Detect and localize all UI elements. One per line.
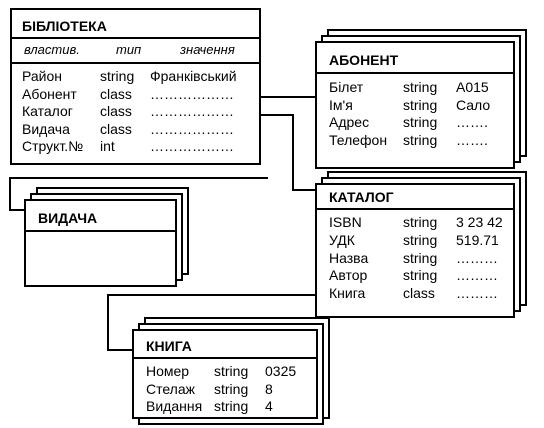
catalog-row-name: Назва bbox=[329, 249, 369, 266]
book-row-value: 0325 bbox=[265, 363, 297, 379]
library-row-type: class bbox=[100, 120, 132, 137]
library-row: Структ.№ int ……………… bbox=[12, 138, 259, 156]
catalog-row-value: 3 23 42 bbox=[456, 214, 503, 230]
library-row-value: ……………… bbox=[150, 103, 234, 120]
library-row-value: ……………… bbox=[150, 138, 234, 155]
catalog-row-value: ……… bbox=[456, 249, 498, 266]
library-row-type: string bbox=[100, 68, 135, 84]
subscriber-divider bbox=[317, 72, 513, 74]
book-row: Номер string 0325 bbox=[134, 363, 316, 381]
subscriber-row-name: Білет bbox=[329, 79, 364, 95]
issue-box: ВИДАЧА bbox=[24, 199, 177, 287]
catalog-row-name: УДК bbox=[329, 231, 355, 248]
catalog-row-name: Книга bbox=[329, 285, 366, 302]
catalog-box: КАТАЛОГ ISBN string 3 23 42 УДК string 519.71… bbox=[315, 183, 515, 318]
catalog-row-value: ……… bbox=[456, 285, 498, 302]
catalog-row-name: Автор bbox=[329, 267, 368, 284]
connector-library-catalog bbox=[261, 114, 315, 191]
library-header-type: тип bbox=[116, 42, 142, 57]
library-row-name: Абонент bbox=[22, 85, 77, 102]
library-box: БІБЛІОТЕКА властив. тип значення Район st… bbox=[10, 8, 261, 165]
library-row-value: ……………… bbox=[150, 85, 234, 102]
catalog-row-type: string bbox=[403, 231, 438, 248]
subscriber-row: Адрес string ……. bbox=[317, 114, 513, 132]
book-row: Стелаж string 8 bbox=[134, 381, 316, 399]
library-row-name: Каталог bbox=[22, 103, 73, 120]
book-row-name: Номер bbox=[146, 363, 190, 379]
subscriber-row-name: Телефон bbox=[329, 131, 388, 148]
subscriber-row-value: А015 bbox=[456, 79, 489, 95]
subscriber-row: Ім'я string Сало bbox=[317, 97, 513, 115]
subscriber-row-type: string bbox=[403, 114, 438, 131]
book-divider bbox=[134, 357, 316, 359]
issue-title: ВИДАЧА bbox=[38, 210, 98, 226]
library-row-type: class bbox=[100, 85, 132, 102]
subscriber-row-value: Сало bbox=[456, 96, 491, 113]
library-divider-header bbox=[12, 62, 259, 64]
library-header-property: властив. bbox=[24, 42, 80, 57]
subscriber-row-type: string bbox=[403, 79, 438, 95]
library-row-type: class bbox=[100, 103, 132, 120]
subscriber-row-name: Ім'я bbox=[329, 96, 353, 113]
connector-catalog-book bbox=[107, 294, 315, 351]
book-row-name: Видання bbox=[146, 398, 203, 415]
subscriber-row-type: string bbox=[403, 96, 438, 113]
subscriber-row-name: Адрес bbox=[329, 114, 370, 131]
book-row-value: 8 bbox=[265, 380, 273, 397]
catalog-row-value: 519.71 bbox=[456, 231, 499, 248]
catalog-row: Автор string ……… bbox=[317, 267, 513, 285]
subscriber-row-value: ……. bbox=[456, 131, 488, 148]
catalog-row-name: ISBN bbox=[329, 214, 362, 230]
library-row-name: Видача bbox=[22, 120, 70, 137]
subscriber-row-type: string bbox=[403, 131, 438, 148]
issue-divider bbox=[26, 230, 175, 232]
book-row-type: string bbox=[214, 398, 249, 415]
library-row: Район string Франківський bbox=[12, 68, 259, 86]
catalog-row: Книга class ……… bbox=[317, 285, 513, 303]
library-divider-top bbox=[12, 37, 259, 39]
catalog-title: КАТАЛОГ bbox=[329, 189, 394, 205]
library-row-name: Район bbox=[22, 68, 62, 84]
library-row-value: ……………… bbox=[150, 120, 234, 137]
connector-library-issue bbox=[9, 177, 268, 211]
book-row-type: string bbox=[214, 380, 249, 397]
catalog-row-type: string bbox=[403, 214, 438, 230]
subscriber-title: АБОНЕНТ bbox=[329, 52, 399, 68]
catalog-row: ISBN string 3 23 42 bbox=[317, 214, 513, 232]
catalog-divider bbox=[317, 208, 513, 210]
library-row: Видача class ……………… bbox=[12, 121, 259, 139]
library-row-name: Структ.№ bbox=[22, 138, 84, 155]
catalog-row-type: string bbox=[403, 267, 438, 284]
subscriber-row-value: ……. bbox=[456, 114, 488, 131]
library-row: Каталог class ……………… bbox=[12, 103, 259, 121]
library-row: Абонент class ……………… bbox=[12, 86, 259, 104]
book-title: КНИГА bbox=[146, 338, 192, 354]
library-row-type: int bbox=[100, 138, 115, 155]
catalog-row: УДК string 519.71 bbox=[317, 232, 513, 250]
subscriber-row: Телефон string ……. bbox=[317, 132, 513, 150]
book-row-type: string bbox=[214, 363, 249, 379]
catalog-row-value: ……… bbox=[456, 267, 498, 284]
library-row-value: Франківський bbox=[150, 68, 237, 84]
book-row-name: Стелаж bbox=[146, 380, 196, 397]
catalog-row: Назва string ……… bbox=[317, 250, 513, 268]
subscriber-row: Білет string А015 bbox=[317, 79, 513, 97]
catalog-row-type: class bbox=[403, 285, 435, 302]
library-title: БІБЛІОТЕКА bbox=[22, 18, 107, 34]
catalog-row-type: string bbox=[403, 249, 438, 266]
book-row: Видання string 4 bbox=[134, 398, 316, 416]
book-row-value: 4 bbox=[265, 398, 273, 415]
library-header-value: значення bbox=[180, 42, 235, 57]
